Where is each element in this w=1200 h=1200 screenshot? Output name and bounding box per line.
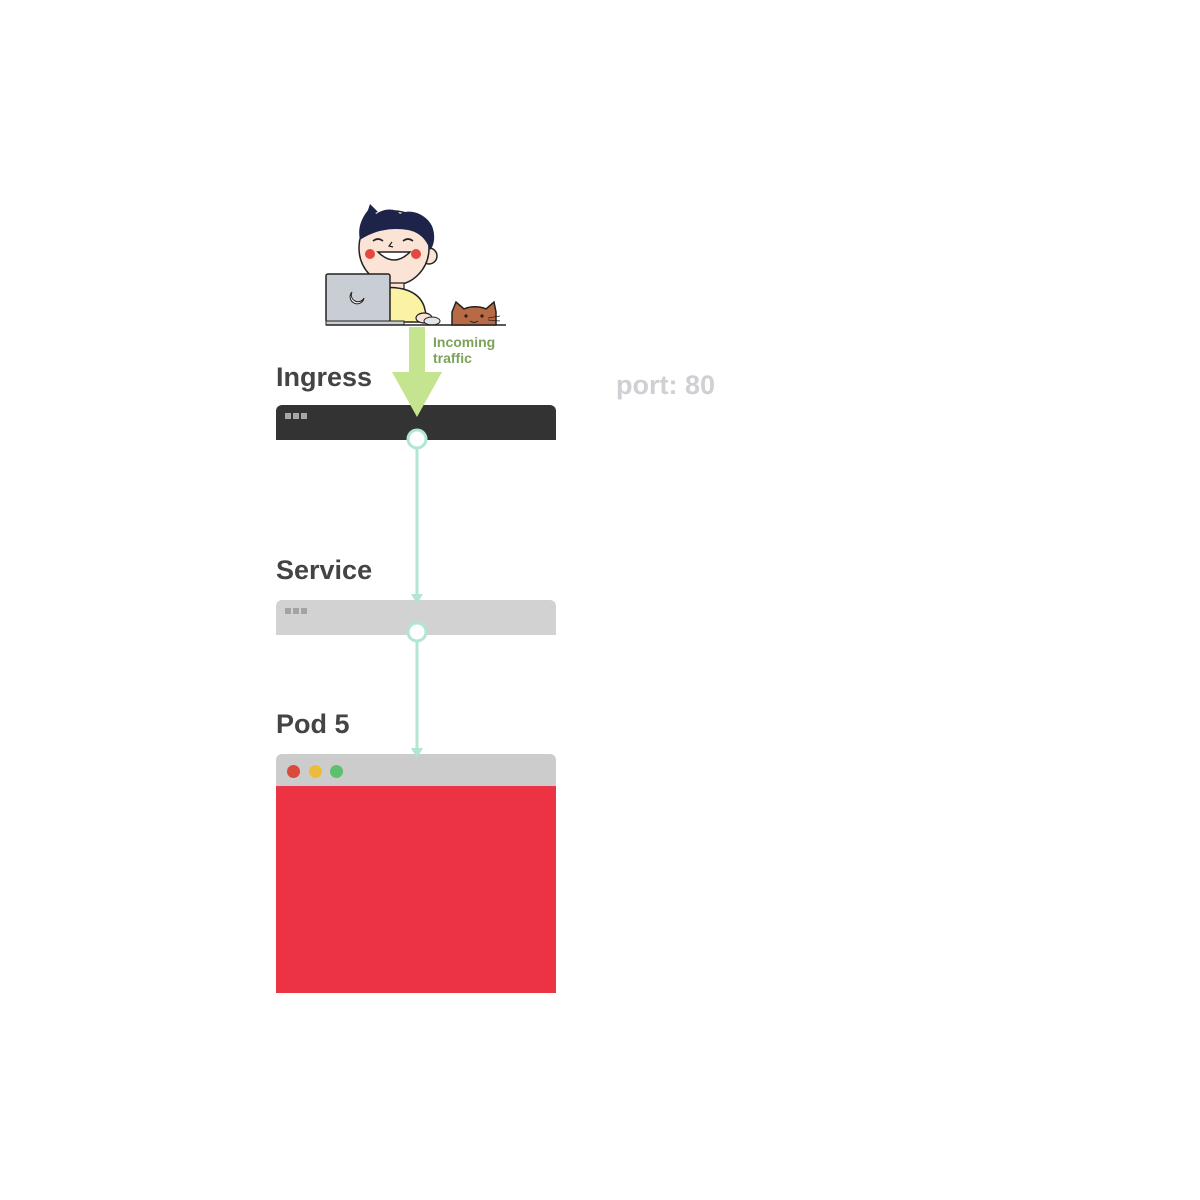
ingress-port-node[interactable]: [406, 428, 428, 450]
pod-label: Pod 5: [276, 709, 350, 739]
port-label: port: 80: [616, 370, 716, 400]
window-close-dot-icon: [287, 765, 300, 778]
pod-window[interactable]: [276, 754, 556, 993]
service-port-node[interactable]: [406, 621, 428, 643]
service-to-pod-connector: [411, 642, 423, 758]
window-minimize-dot-icon: [309, 765, 322, 778]
window-maximize-dot-icon: [330, 765, 343, 778]
ingress-to-service-connector: [411, 448, 423, 604]
incoming-traffic-line2: traffic: [433, 350, 472, 366]
service-menu-dots-icon: [285, 608, 307, 614]
cat-icon: [451, 300, 501, 326]
pod-body: [276, 786, 556, 993]
ingress-label: Ingress: [276, 362, 373, 392]
incoming-traffic-arrow-icon: [392, 327, 442, 417]
pod-titlebar: [276, 754, 556, 786]
ingress-menu-dots-icon: [285, 413, 307, 419]
developer-with-laptop-icon: [325, 204, 506, 326]
incoming-traffic-line1: Incoming: [433, 334, 496, 350]
service-label: Service: [276, 555, 373, 585]
incoming-traffic-label: Incoming traffic: [433, 334, 495, 366]
